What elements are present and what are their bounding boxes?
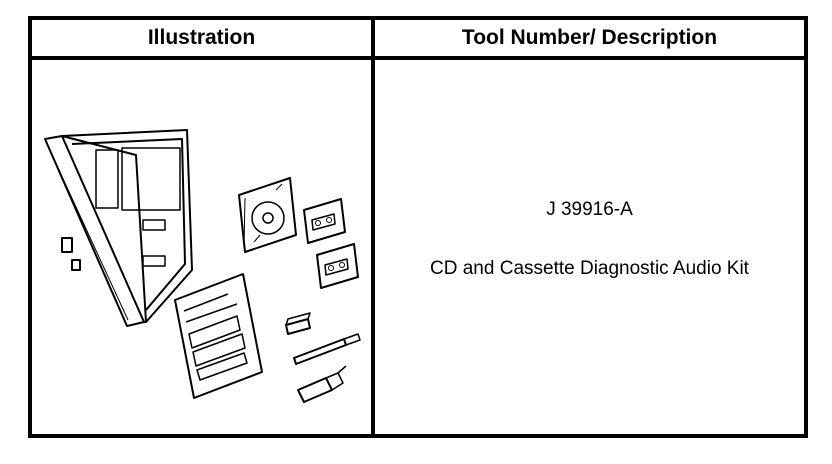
binder-front-cover: [44, 135, 145, 327]
tool-table: Illustration Tool Number/ Description: [28, 16, 808, 438]
tool-description-cell: J 39916-A CD and Cassette Diagnostic Aud…: [375, 60, 804, 434]
probe-tool: [293, 338, 347, 365]
diagnostic-audio-kit-illustration: [44, 129, 361, 403]
tool-number: J 39916-A: [546, 198, 633, 220]
cassette-tape-2: [316, 243, 359, 289]
plug-connector: [297, 377, 333, 403]
header-illustration: Illustration: [32, 20, 375, 60]
illustration-cell: [32, 60, 375, 434]
header-tool-number-description: Tool Number/ Description: [375, 20, 804, 60]
cd-case: [238, 177, 297, 253]
cassette-tape-1: [303, 198, 346, 244]
adapter-block: [285, 318, 311, 335]
instruction-booklet: [174, 273, 263, 399]
tool-description: CD and Cassette Diagnostic Audio Kit: [430, 257, 749, 279]
